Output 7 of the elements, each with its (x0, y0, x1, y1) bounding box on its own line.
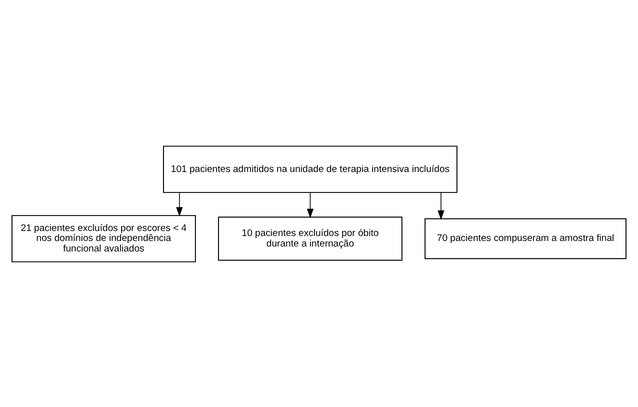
node-box: 70 pacientes compuseram a amostra final (424, 218, 626, 259)
arrow (176, 192, 183, 216)
arrow (306, 192, 314, 218)
node-box: 21 pacientes excluídos por escores < 4 nos domínios de independência funcional avaliados (12, 214, 196, 262)
node-box: 10 pacientes excluídos por óbito durante a internação (218, 216, 402, 260)
arrow (438, 192, 444, 220)
node-box: 101 pacientes admitidos na unidade de terapia intensiva incluídos (163, 145, 458, 192)
